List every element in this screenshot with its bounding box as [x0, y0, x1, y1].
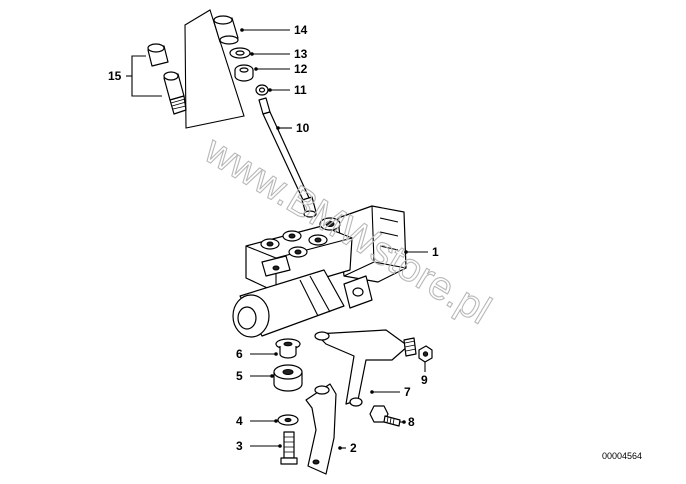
label-13: 13 — [294, 47, 308, 61]
part-2-lower-bracket — [305, 383, 337, 475]
label-6: 6 — [236, 347, 243, 361]
part-11-o-ring — [255, 84, 269, 96]
part-8-hex-bolt — [369, 405, 401, 427]
label-5: 5 — [236, 369, 243, 383]
callout-dots — [240, 28, 408, 450]
part-1-hydraulic-unit — [232, 205, 407, 338]
label-14: 14 — [294, 23, 308, 37]
label-12: 12 — [294, 62, 308, 76]
group-outline-14-11 — [184, 9, 245, 129]
label-2: 2 — [350, 441, 357, 455]
part-12-sleeve — [234, 64, 254, 82]
part-5-rubber-mount — [273, 364, 303, 392]
label-9: 9 — [421, 373, 428, 387]
part-15-bleeder-screw — [147, 43, 187, 115]
label-3: 3 — [236, 439, 243, 453]
part-6-rubber-mount — [275, 338, 301, 359]
label-8: 8 — [408, 415, 415, 429]
label-15: 15 — [108, 69, 122, 83]
part-14-nut — [213, 15, 239, 45]
part-10-brake-pipe — [258, 97, 317, 218]
label-4: 4 — [236, 414, 243, 428]
part-3-bolt — [280, 431, 298, 465]
label-1: 1 — [432, 245, 439, 259]
part-7-bracket — [314, 329, 417, 407]
part-labels: 14 13 12 11 10 15 1 6 5 7 9 4 8 3 2 — [108, 23, 439, 455]
part-9-hex-nut — [418, 345, 433, 363]
diagram-reference-number: 00004564 — [602, 451, 642, 461]
label-10: 10 — [296, 121, 310, 135]
label-7: 7 — [404, 385, 411, 399]
label-11: 11 — [294, 83, 307, 97]
part-4-washer — [277, 414, 299, 426]
part-13-sealing-ring — [229, 47, 251, 59]
leader-lines — [126, 29, 428, 449]
